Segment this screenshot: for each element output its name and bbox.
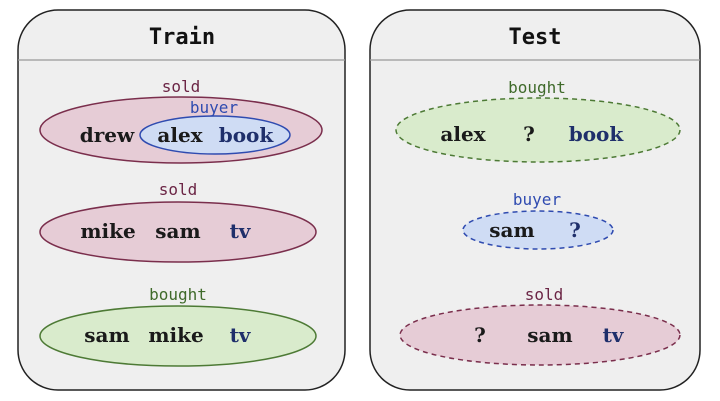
- train-entity-mike: mike: [80, 219, 135, 243]
- test-panel-title: Test: [509, 25, 562, 50]
- train-entity-tv: tv: [230, 219, 252, 243]
- test-sold-ellipse: [399, 304, 681, 366]
- test-bought-label: bought: [508, 78, 566, 97]
- train-entity-tv-2: tv: [230, 323, 252, 347]
- test-entity-sam-2: sam: [527, 323, 572, 347]
- train-sold-label-1: sold: [162, 77, 201, 96]
- test-buyer-group: buyer sam ?: [462, 190, 614, 250]
- train-entity-mike-2: mike: [148, 323, 203, 347]
- test-bought-ellipse: [395, 97, 681, 163]
- train-sold-group-1: sold buyer drew alex book: [39, 77, 323, 164]
- test-query-mark-3: ?: [474, 323, 486, 347]
- train-sold-ellipse-2: [39, 201, 317, 263]
- test-query-mark-1: ?: [523, 122, 535, 146]
- train-panel: Train sold buyer drew alex book sold mik…: [17, 9, 346, 391]
- train-entity-sam-2: sam: [84, 323, 129, 347]
- test-entity-sam: sam: [489, 218, 534, 242]
- train-buyer-ellipse: [139, 115, 291, 155]
- test-entity-tv: tv: [603, 323, 625, 347]
- train-entity-alex: alex: [157, 123, 203, 147]
- train-sold-label-2: sold: [159, 180, 198, 199]
- test-panel: Test bought alex ? book buyer sam ? sold…: [369, 9, 701, 391]
- test-bought-group: bought alex ? book: [395, 78, 681, 163]
- test-sold-label: sold: [525, 285, 564, 304]
- test-sold-group: sold ? sam tv: [399, 285, 681, 366]
- train-buyer-label: buyer: [190, 98, 239, 117]
- train-entity-drew: drew: [80, 123, 135, 147]
- train-bought-label: bought: [149, 285, 207, 304]
- test-buyer-ellipse: [462, 210, 614, 250]
- test-query-mark-2: ?: [569, 218, 581, 242]
- train-entity-book: book: [219, 123, 275, 147]
- test-buyer-label: buyer: [513, 190, 562, 209]
- train-panel-title: Train: [149, 25, 215, 50]
- test-entity-book: book: [569, 122, 625, 146]
- test-entity-alex: alex: [440, 122, 486, 146]
- train-bought-group: bought sam mike tv: [39, 285, 317, 367]
- train-entity-sam: sam: [155, 219, 200, 243]
- train-sold-group-2: sold mike sam tv: [39, 180, 317, 263]
- train-bought-ellipse: [39, 305, 317, 367]
